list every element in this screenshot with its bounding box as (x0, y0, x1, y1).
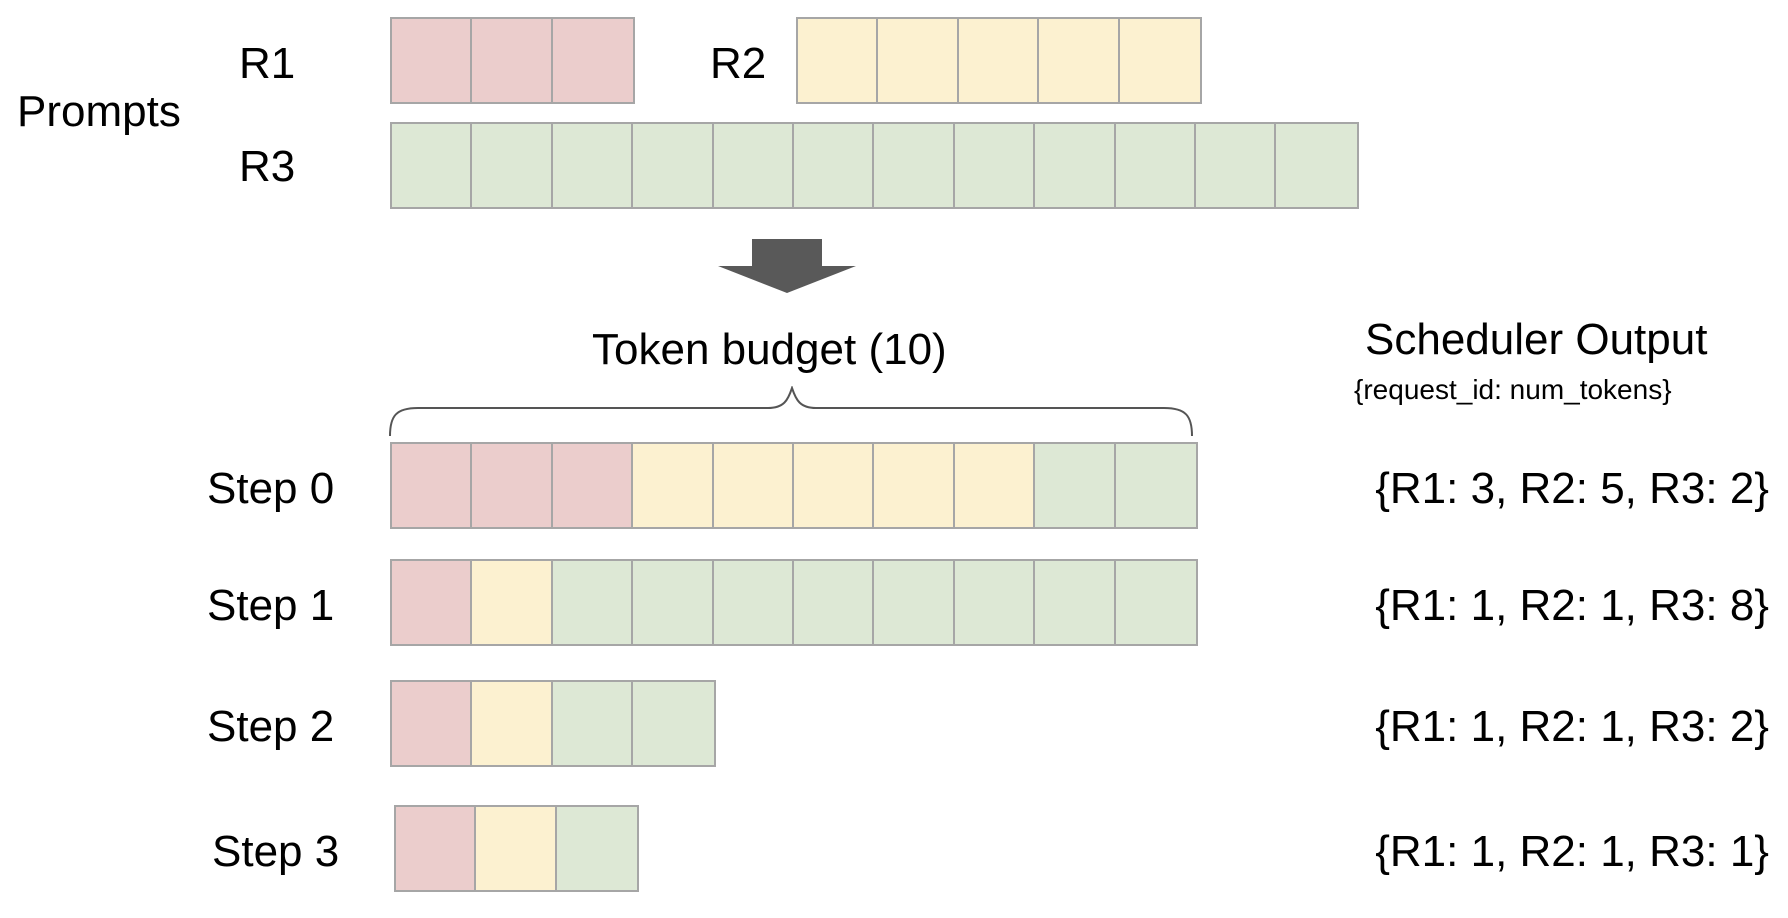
r3-token-cell (633, 561, 714, 644)
r2-token-cell (476, 807, 557, 890)
r3-token-cell (874, 124, 955, 207)
r3-token-cell (1115, 561, 1196, 644)
r3-token-cell (954, 124, 1036, 207)
r1-token-cell (392, 19, 473, 102)
step-label: Step 1 (207, 581, 335, 630)
step-label: Step 0 (207, 464, 335, 513)
step-token-row (390, 680, 716, 767)
r1-prompt-tokens (390, 17, 636, 104)
r3-token-cell (472, 124, 553, 207)
r3-token-cell (1115, 444, 1196, 527)
r1-token-cell (392, 444, 473, 527)
r3-token-cell (556, 807, 638, 890)
r2-token-cell (1119, 19, 1200, 102)
step-token-row (390, 559, 1198, 646)
r3-token-cell (793, 124, 875, 207)
r3-token-cell (1035, 444, 1116, 527)
r3-token-cell (793, 561, 875, 644)
r3-token-cell (1276, 124, 1357, 207)
r3-prompt-tokens (390, 122, 1359, 209)
r2-token-cell (1039, 19, 1120, 102)
r3-token-cell (1195, 124, 1277, 207)
r3-token-cell (633, 124, 714, 207)
r3-token-cell (552, 682, 634, 765)
down-arrow-icon (718, 239, 856, 293)
r3-token-cell (954, 561, 1036, 644)
r3-token-cell (392, 124, 473, 207)
r2-token-cell (713, 444, 794, 527)
r2-token-cell (798, 19, 879, 102)
step-label: Step 2 (207, 702, 335, 751)
scheduler-output-value: {R1: 1, R2: 1, R3: 2} (1375, 702, 1769, 751)
r2-token-cell (954, 444, 1036, 527)
r2-token-cell (878, 19, 959, 102)
scheduler-output-value: {R1: 1, R2: 1, R3: 8} (1375, 581, 1769, 630)
step-label: Step 3 (212, 827, 340, 876)
r2-token-cell (472, 561, 553, 644)
r1-token-cell (472, 19, 553, 102)
r3-token-cell (874, 561, 955, 644)
scheduler-output-value: {R1: 3, R2: 5, R3: 2} (1375, 464, 1769, 513)
r1-token-cell (472, 444, 553, 527)
prompts-label: Prompts (17, 87, 181, 136)
r2-token-cell (472, 682, 553, 765)
r3-token-cell (1115, 124, 1196, 207)
r1-label: R1 (239, 39, 296, 88)
r2-prompt-tokens (796, 17, 1202, 104)
r1-token-cell (552, 444, 634, 527)
r3-token-cell (1035, 124, 1116, 207)
r2-label: R2 (710, 39, 767, 88)
step-token-row (390, 442, 1198, 529)
r1-token-cell (392, 561, 473, 644)
r3-token-cell (552, 561, 634, 644)
scheduler-output-subtitle: {request_id: num_tokens} (1354, 374, 1672, 405)
scheduler-output-value: {R1: 1, R2: 1, R3: 1} (1375, 827, 1769, 876)
r3-token-cell (1035, 561, 1116, 644)
r3-label: R3 (239, 142, 296, 191)
token-budget-brace (389, 386, 1193, 437)
step-token-row (394, 805, 640, 892)
scheduler-output-title: Scheduler Output (1365, 315, 1708, 364)
r3-token-cell (633, 682, 714, 765)
r2-token-cell (874, 444, 955, 527)
r3-token-cell (713, 561, 794, 644)
r1-token-cell (396, 807, 477, 890)
r3-token-cell (552, 124, 634, 207)
r3-token-cell (713, 124, 794, 207)
r2-token-cell (633, 444, 714, 527)
r2-token-cell (793, 444, 875, 527)
token-budget-label: Token budget (10) (592, 325, 947, 374)
r1-token-cell (552, 19, 634, 102)
r1-token-cell (392, 682, 473, 765)
r2-token-cell (958, 19, 1040, 102)
